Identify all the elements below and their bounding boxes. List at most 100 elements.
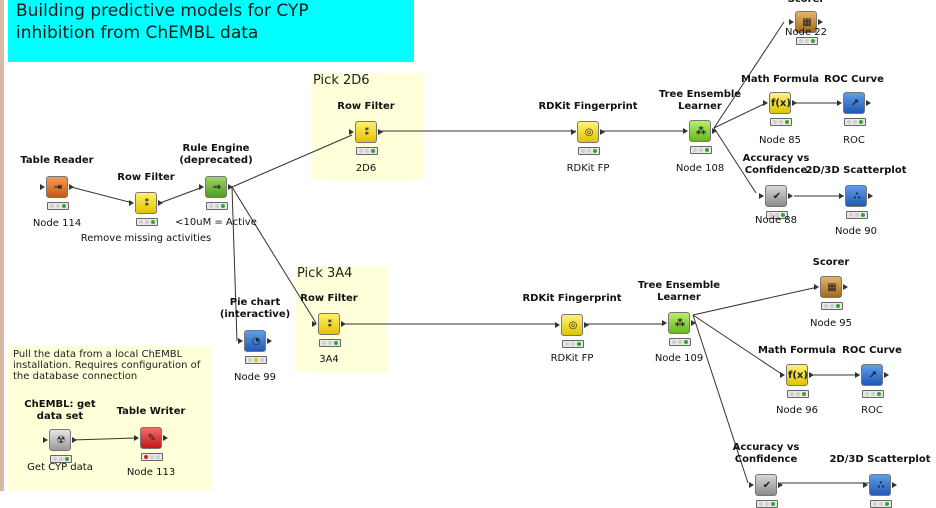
rule-engine-icon[interactable]: ⇒ (205, 176, 227, 198)
status-light (773, 120, 777, 124)
accuracy-icon[interactable]: ✔ (765, 185, 787, 207)
input-port[interactable] (683, 128, 688, 134)
annotation-pick-3a4[interactable]: Pick 3A4 (296, 266, 387, 372)
status-light (221, 204, 225, 208)
output-port[interactable] (378, 129, 383, 135)
output-port[interactable] (843, 284, 848, 290)
status-light (855, 213, 859, 217)
output-port[interactable] (792, 100, 797, 106)
status-light (859, 120, 863, 124)
node-caption: 3A4 (319, 354, 339, 365)
input-port[interactable] (238, 338, 243, 344)
input-port[interactable] (759, 193, 764, 199)
table-writer-icon[interactable]: ✎ (140, 427, 162, 449)
tree-learner-icon[interactable]: ⁂ (689, 120, 711, 142)
input-port[interactable] (662, 320, 667, 326)
node-status-lights (319, 339, 341, 347)
output-port[interactable] (158, 200, 163, 206)
row-filter-icon[interactable]: ⁑ (318, 313, 340, 335)
pie-chart-icon[interactable]: ◔ (244, 330, 266, 352)
row-filter-icon[interactable]: ⁑ (135, 192, 157, 214)
output-port[interactable] (341, 321, 346, 327)
status-light (796, 392, 800, 396)
input-port[interactable] (863, 482, 868, 488)
roc-curve-icon[interactable]: ↗ (861, 364, 883, 386)
output-port[interactable] (809, 372, 814, 378)
output-port[interactable] (228, 184, 233, 190)
status-light (59, 457, 63, 461)
status-light (699, 148, 703, 152)
math-formula-icon[interactable]: f(x) (769, 92, 791, 114)
output-port[interactable] (788, 193, 793, 199)
output-port[interactable] (72, 437, 77, 443)
roc-curve-icon[interactable]: ↗ (843, 92, 865, 114)
output-port[interactable] (778, 482, 783, 488)
node-name: Row Filter (337, 101, 395, 112)
input-port[interactable] (780, 372, 785, 378)
input-port[interactable] (839, 193, 844, 199)
math-formula-icon[interactable]: f(x) (786, 364, 808, 386)
scatterplot-icon[interactable]: ∴ (869, 474, 891, 496)
output-port[interactable] (584, 322, 589, 328)
scatterplot-icon[interactable]: ∴ (845, 185, 867, 207)
output-port[interactable] (267, 338, 272, 344)
node-name: Row Filter (117, 172, 175, 183)
scorer-icon[interactable]: ▦ (795, 11, 817, 33)
input-port[interactable] (789, 19, 794, 25)
workflow-title-annotation[interactable]: Building predictive models for CYP inhib… (8, 0, 414, 62)
status-light (254, 358, 258, 362)
node-caption: Remove missing activities (80, 233, 212, 244)
connection (231, 186, 317, 324)
table-reader-icon[interactable]: ⇥ (46, 176, 68, 198)
status-light (65, 457, 69, 461)
output-port[interactable] (892, 482, 897, 488)
input-port[interactable] (312, 321, 317, 327)
accuracy-icon[interactable]: ✔ (755, 474, 777, 496)
input-port[interactable] (349, 129, 354, 135)
fingerprint-icon[interactable]: ◎ (577, 121, 599, 143)
node-status-lights (356, 147, 378, 155)
input-port[interactable] (199, 184, 204, 190)
input-port[interactable] (43, 437, 48, 443)
output-port[interactable] (69, 184, 74, 190)
annotation-pick-2d6[interactable]: Pick 2D6 (312, 73, 423, 180)
output-port[interactable] (818, 19, 823, 25)
status-light (577, 342, 581, 346)
node-name: Tree Ensemble Learner (658, 89, 742, 112)
status-light (371, 149, 375, 153)
row-filter-icon[interactable]: ⁑ (355, 121, 377, 143)
input-port[interactable] (134, 435, 139, 441)
output-port[interactable] (884, 372, 889, 378)
output-port[interactable] (866, 100, 871, 106)
status-light (811, 39, 815, 43)
tree-learner-icon[interactable]: ⁂ (668, 312, 690, 334)
tree-learner-icon-glyph: ⁂ (695, 126, 707, 137)
input-port[interactable] (129, 200, 134, 206)
input-port[interactable] (571, 129, 576, 135)
input-port[interactable] (555, 322, 560, 328)
chembl-icon[interactable]: ☢ (49, 429, 71, 451)
input-port[interactable] (855, 372, 860, 378)
input-port[interactable] (40, 184, 45, 190)
output-port[interactable] (691, 320, 696, 326)
output-port[interactable] (600, 129, 605, 135)
input-port[interactable] (749, 482, 754, 488)
status-light (587, 149, 591, 153)
status-light (248, 358, 252, 362)
annotation-chembl[interactable]: Pull the data from a local ChEMBL instal… (8, 346, 212, 491)
status-light (799, 39, 803, 43)
pie-chart-icon-glyph: ◔ (251, 336, 261, 347)
fingerprint-icon[interactable]: ◎ (561, 314, 583, 336)
output-port[interactable] (868, 193, 873, 199)
node-name: Tree Ensemble Learner (637, 280, 721, 303)
output-port[interactable] (163, 435, 168, 441)
input-port[interactable] (837, 100, 842, 106)
input-port[interactable] (814, 284, 819, 290)
annotation-label: Pick 2D6 (313, 73, 370, 88)
scorer-icon[interactable]: ▦ (820, 276, 842, 298)
input-port[interactable] (763, 100, 768, 106)
output-port[interactable] (712, 128, 717, 134)
node-status-lights (141, 453, 163, 461)
status-light (359, 149, 363, 153)
node-caption: <10uM = Active (175, 217, 257, 228)
